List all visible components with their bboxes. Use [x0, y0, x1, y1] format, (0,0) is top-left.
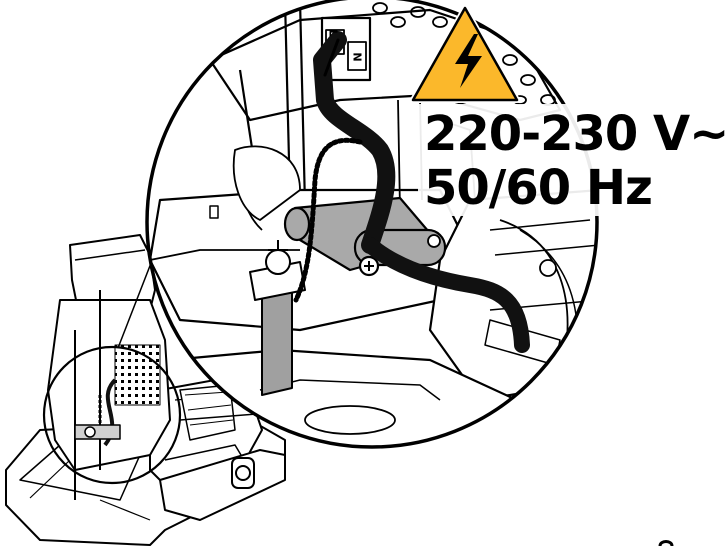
drive-knob — [231, 457, 255, 489]
gate-motor-unit — [5, 234, 286, 546]
frequency-rating: 50/60 Hz — [424, 160, 653, 216]
diagram-canvas — [5, 0, 674, 547]
earth-post — [249, 240, 306, 396]
vent-grille — [114, 344, 161, 406]
terminal-label-line: L — [326, 29, 340, 36]
terminal-label-neutral: N — [350, 52, 364, 61]
control-cover — [69, 234, 156, 321]
detail-locator-ring — [42, 345, 182, 485]
page-corner-mark — [658, 540, 674, 547]
installation-diagram — [5, 0, 674, 547]
voltage-rating: 220-230 V~ — [424, 106, 728, 162]
earth-wire — [293, 137, 363, 303]
high-voltage-warning-icon — [410, 5, 520, 103]
power-cable — [293, 31, 530, 353]
